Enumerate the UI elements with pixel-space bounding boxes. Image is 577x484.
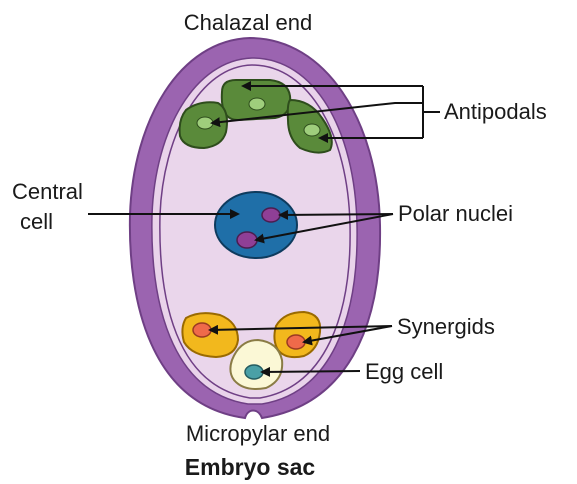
synergid-nucleus-left [193, 323, 211, 337]
label-micropylar-end: Micropylar end [186, 421, 330, 446]
label-synergids: Synergids [397, 314, 495, 339]
label-central-cell-line1: Central [12, 179, 83, 204]
polar-nucleus-lower [237, 232, 257, 248]
antipodal-nucleus-right [304, 124, 320, 136]
central-cell-nucleus-group [215, 192, 297, 258]
label-central-cell-line2: cell [20, 209, 53, 234]
synergid-nucleus-right [287, 335, 305, 349]
label-chalazal-end: Chalazal end [184, 10, 312, 35]
label-polar-nuclei: Polar nuclei [398, 201, 513, 226]
antipodal-nucleus-left [197, 117, 213, 129]
synergid-left [182, 313, 238, 357]
pointer-polar-upper [280, 214, 393, 215]
polar-nucleus-upper [262, 208, 280, 222]
antipodal-nucleus-top [249, 98, 265, 110]
label-antipodals: Antipodals [444, 99, 547, 124]
pointer-egg-cell [262, 371, 360, 372]
egg-nucleus [245, 365, 263, 379]
label-egg-cell: Egg cell [365, 359, 443, 384]
diagram-title: Embryo sac [185, 454, 316, 480]
central-nucleus [215, 192, 297, 258]
antipodal-bracket [423, 86, 440, 138]
